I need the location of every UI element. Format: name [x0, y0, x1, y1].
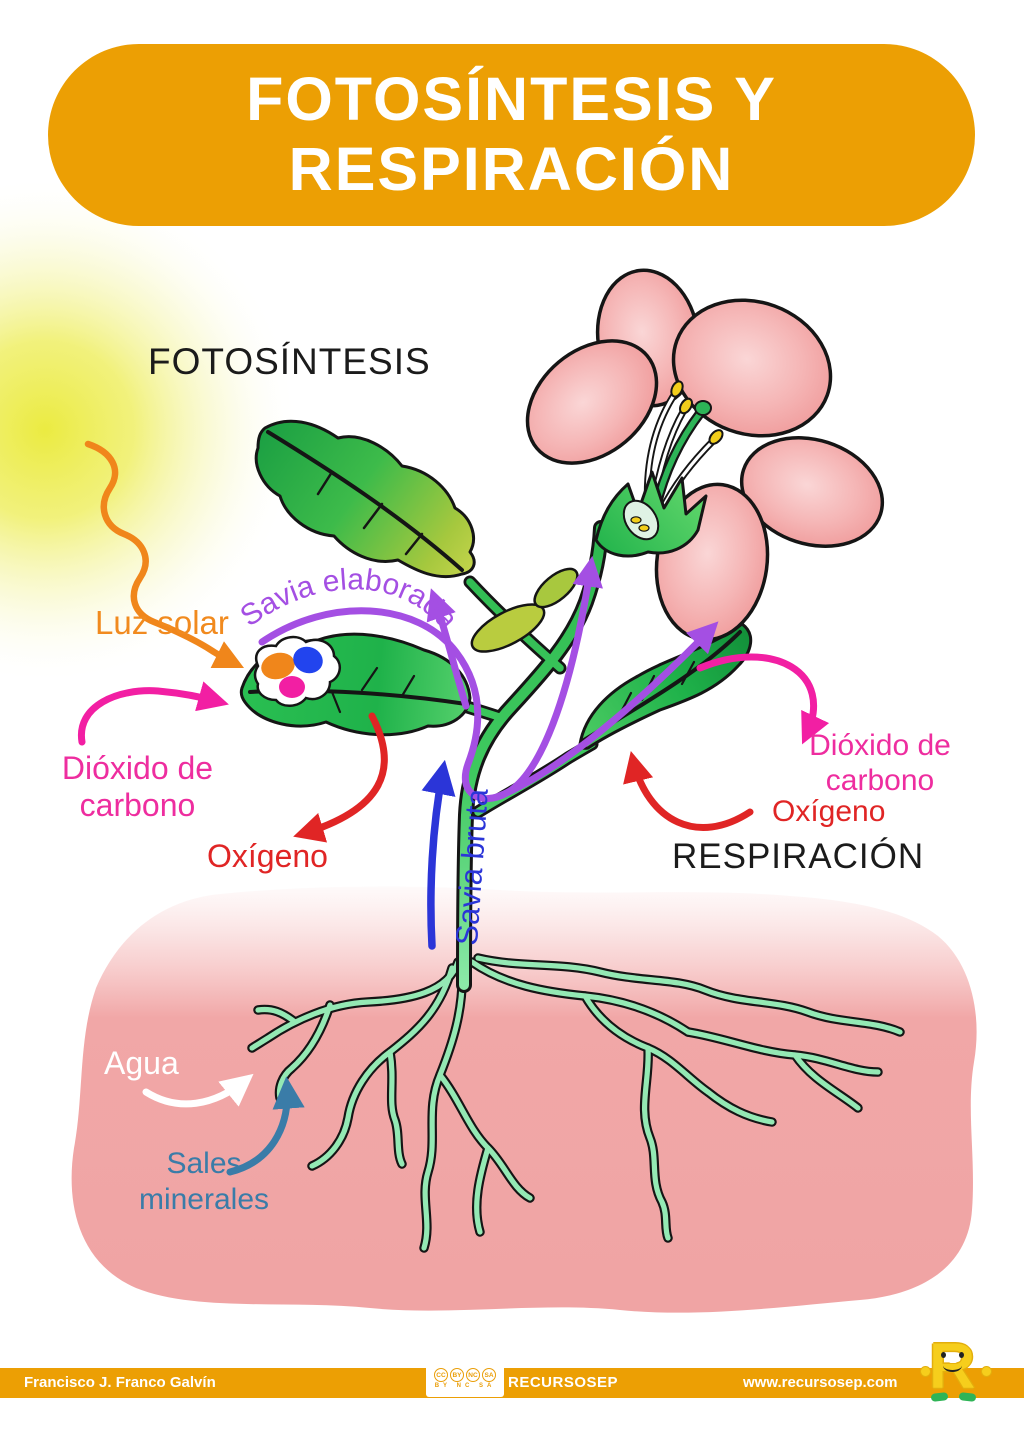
oxygen-arrow-left [293, 712, 388, 843]
oxygen-arrow-right [623, 751, 754, 831]
respiration-heading: RESPIRACIÓN [672, 837, 925, 876]
sunlight-arrow [84, 440, 245, 669]
recursosep-mascot: R [920, 1330, 995, 1403]
cc-nc-icon: nc [466, 1368, 480, 1382]
sales-minerales-label: Sales minerales [138, 1147, 270, 1216]
cc-license-badge: cc by nc sa BY NC SA [426, 1365, 504, 1397]
co2-arrow-right [696, 653, 830, 745]
soil [71, 886, 977, 1313]
savia-elaborada-arrows [258, 555, 719, 802]
mascot-right-hand [981, 1366, 992, 1377]
cc-license-caption: BY NC SA [434, 1383, 496, 1389]
leaf-left [239, 632, 472, 737]
co2-label-right: Dióxido de carbono [809, 729, 951, 798]
photosynthesis-blobs [253, 635, 342, 707]
oxygen-label-right: Oxígeno [772, 795, 886, 828]
mascot-left-eye [941, 1352, 946, 1358]
footer-brand: RECURSOSEP [508, 1374, 619, 1391]
mascot-left-hand [920, 1366, 931, 1377]
mascot-nose [949, 1354, 957, 1363]
cc-icon-row: cc by nc sa [434, 1368, 496, 1382]
title-line-1: FOTOSÍNTESIS Y [246, 65, 777, 134]
cc-sa-icon: sa [482, 1368, 496, 1382]
co2-arrow-left [77, 681, 229, 746]
flower [525, 268, 885, 642]
leaf-upper-left [254, 419, 476, 579]
footer-website[interactable]: www.recursosep.com [743, 1374, 898, 1391]
mascot-smile [943, 1359, 962, 1372]
co2-label-left: Dióxido de carbono [61, 750, 214, 823]
luz-solar-label: Luz solar [95, 604, 229, 641]
savia-bruta-arrow [421, 759, 456, 950]
cc-by-icon: by [450, 1368, 464, 1382]
small-leaves [470, 567, 579, 653]
cc-icon: cc [434, 1368, 448, 1382]
photosynthesis-heading: FOTOSÍNTESIS [148, 341, 431, 382]
agua-label: Agua [104, 1045, 179, 1081]
footer-author: Francisco J. Franco Galvín [24, 1374, 216, 1391]
flower-sepals [594, 470, 708, 558]
title-line-2: RESPIRACIÓN [288, 135, 735, 203]
sun [0, 175, 300, 685]
mascot-right-shoe [958, 1392, 977, 1402]
oxygen-label-left: Oxígeno [207, 838, 328, 874]
agua-arrow [142, 1073, 254, 1108]
mascot-right-eye [959, 1352, 964, 1358]
footer-bar [0, 1368, 1024, 1398]
sales-minerales-arrow [226, 1076, 305, 1176]
title-banner: FOTOSÍNTESIS Y RESPIRACIÓN [48, 44, 975, 226]
